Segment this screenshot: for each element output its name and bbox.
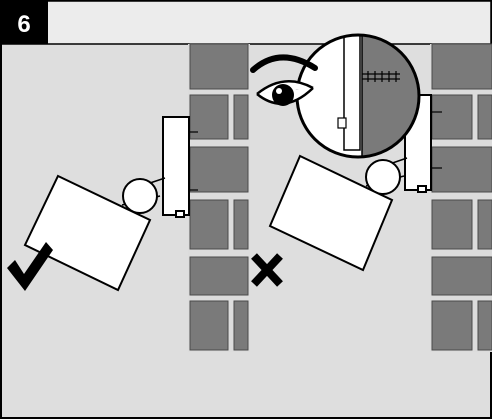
lamp-correct — [23, 116, 198, 292]
swivel-joint — [365, 159, 401, 195]
step-badge — [1, 1, 48, 44]
eye-icon — [250, 54, 318, 106]
swivel-joint — [122, 178, 158, 214]
lamp-head — [23, 174, 152, 292]
lamp-incorrect — [268, 94, 442, 272]
step-number: 6 — [17, 11, 30, 38]
cross-mark-icon — [251, 253, 283, 287]
mounting-bracket — [162, 116, 190, 216]
detail-magnifier — [295, 33, 421, 159]
lamp-head — [268, 154, 394, 272]
header-band — [0, 0, 492, 45]
check-mark-icon — [7, 242, 53, 291]
left-brick-wall — [188, 43, 250, 352]
right-brick-wall — [430, 43, 492, 352]
